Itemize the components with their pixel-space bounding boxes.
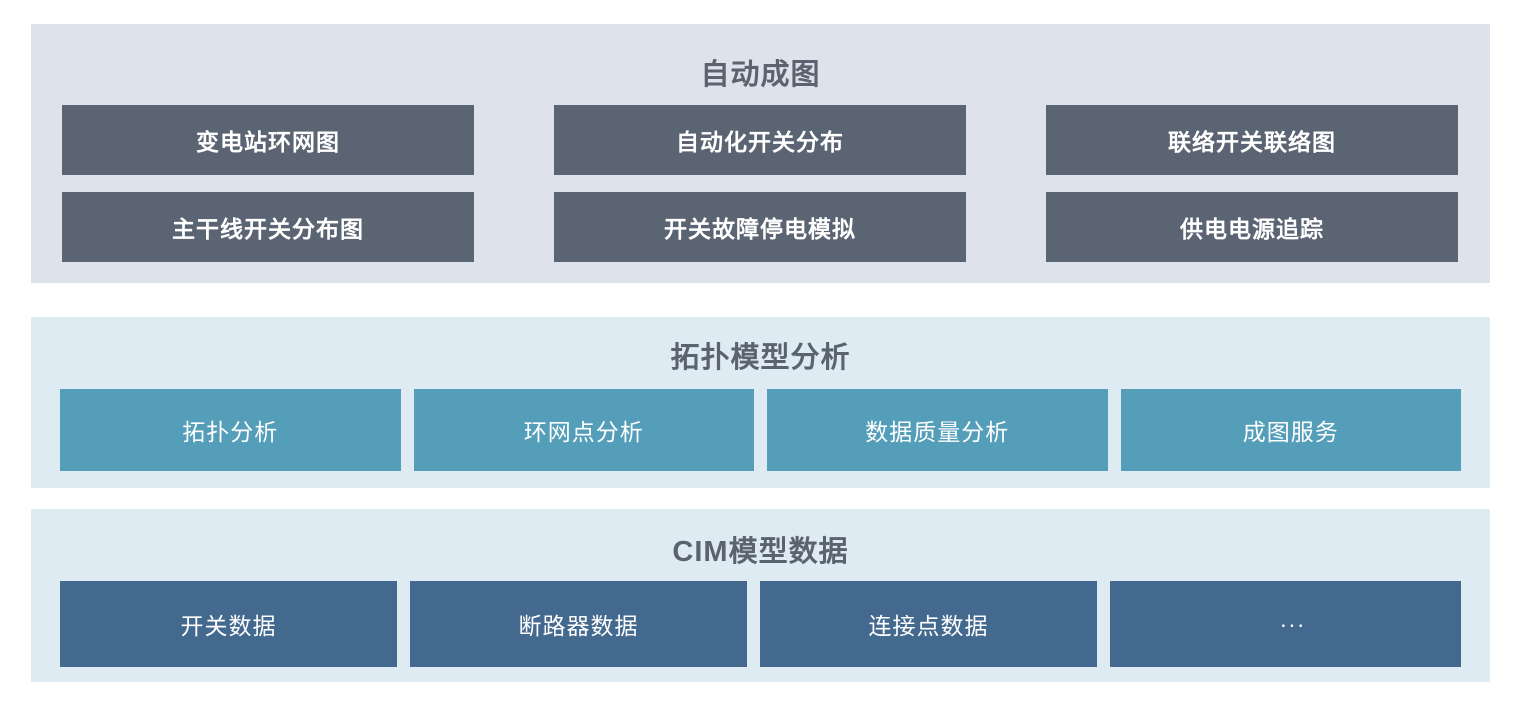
auto-diagram-row-1: 变电站环网图 自动化开关分布 联络开关联络图 bbox=[62, 105, 1458, 175]
cim-data-block-row: 开关数据 断路器数据 连接点数据 ··· bbox=[60, 581, 1461, 667]
block-switch-data: 开关数据 bbox=[60, 581, 397, 667]
block-switch-fault-outage-simulation: 开关故障停电模拟 bbox=[554, 192, 966, 262]
block-data-quality-analysis: 数据质量分析 bbox=[767, 389, 1108, 471]
section-topology-model-analysis: 拓扑模型分析 拓扑分析 环网点分析 数据质量分析 成图服务 bbox=[31, 317, 1490, 488]
auto-diagram-row-2: 主干线开关分布图 开关故障停电模拟 供电电源追踪 bbox=[62, 192, 1458, 262]
section-title-auto-diagram-generation: 自动成图 bbox=[700, 59, 821, 91]
block-connection-point-data: 连接点数据 bbox=[760, 581, 1097, 667]
block-substation-ring-network-diagram: 变电站环网图 bbox=[62, 105, 474, 175]
block-diagram-generation-service: 成图服务 bbox=[1120, 389, 1461, 471]
topology-block-row: 拓扑分析 环网点分析 数据质量分析 成图服务 bbox=[60, 389, 1461, 471]
section-auto-diagram-generation: 自动成图 变电站环网图 自动化开关分布 联络开关联络图 主干线开关分布图 开关故… bbox=[31, 24, 1490, 283]
section-title-topology-model-analysis: 拓扑模型分析 bbox=[670, 342, 851, 374]
block-topology-analysis: 拓扑分析 bbox=[60, 389, 401, 471]
block-automated-switch-distribution: 自动化开关分布 bbox=[554, 105, 966, 175]
section-cim-model-data: CIM模型数据 开关数据 断路器数据 连接点数据 ··· bbox=[31, 509, 1490, 682]
block-more-data-ellipsis: ··· bbox=[1110, 581, 1461, 667]
auto-diagram-block-grid: 变电站环网图 自动化开关分布 联络开关联络图 主干线开关分布图 开关故障停电模拟… bbox=[62, 105, 1458, 262]
section-title-cim-model-data: CIM模型数据 bbox=[672, 536, 849, 568]
block-power-source-tracing: 供电电源追踪 bbox=[1046, 192, 1458, 262]
block-tie-switch-connection-diagram: 联络开关联络图 bbox=[1046, 105, 1458, 175]
block-trunk-line-switch-distribution-diagram: 主干线开关分布图 bbox=[62, 192, 474, 262]
block-ring-network-point-analysis: 环网点分析 bbox=[413, 389, 754, 471]
block-circuit-breaker-data: 断路器数据 bbox=[410, 581, 747, 667]
